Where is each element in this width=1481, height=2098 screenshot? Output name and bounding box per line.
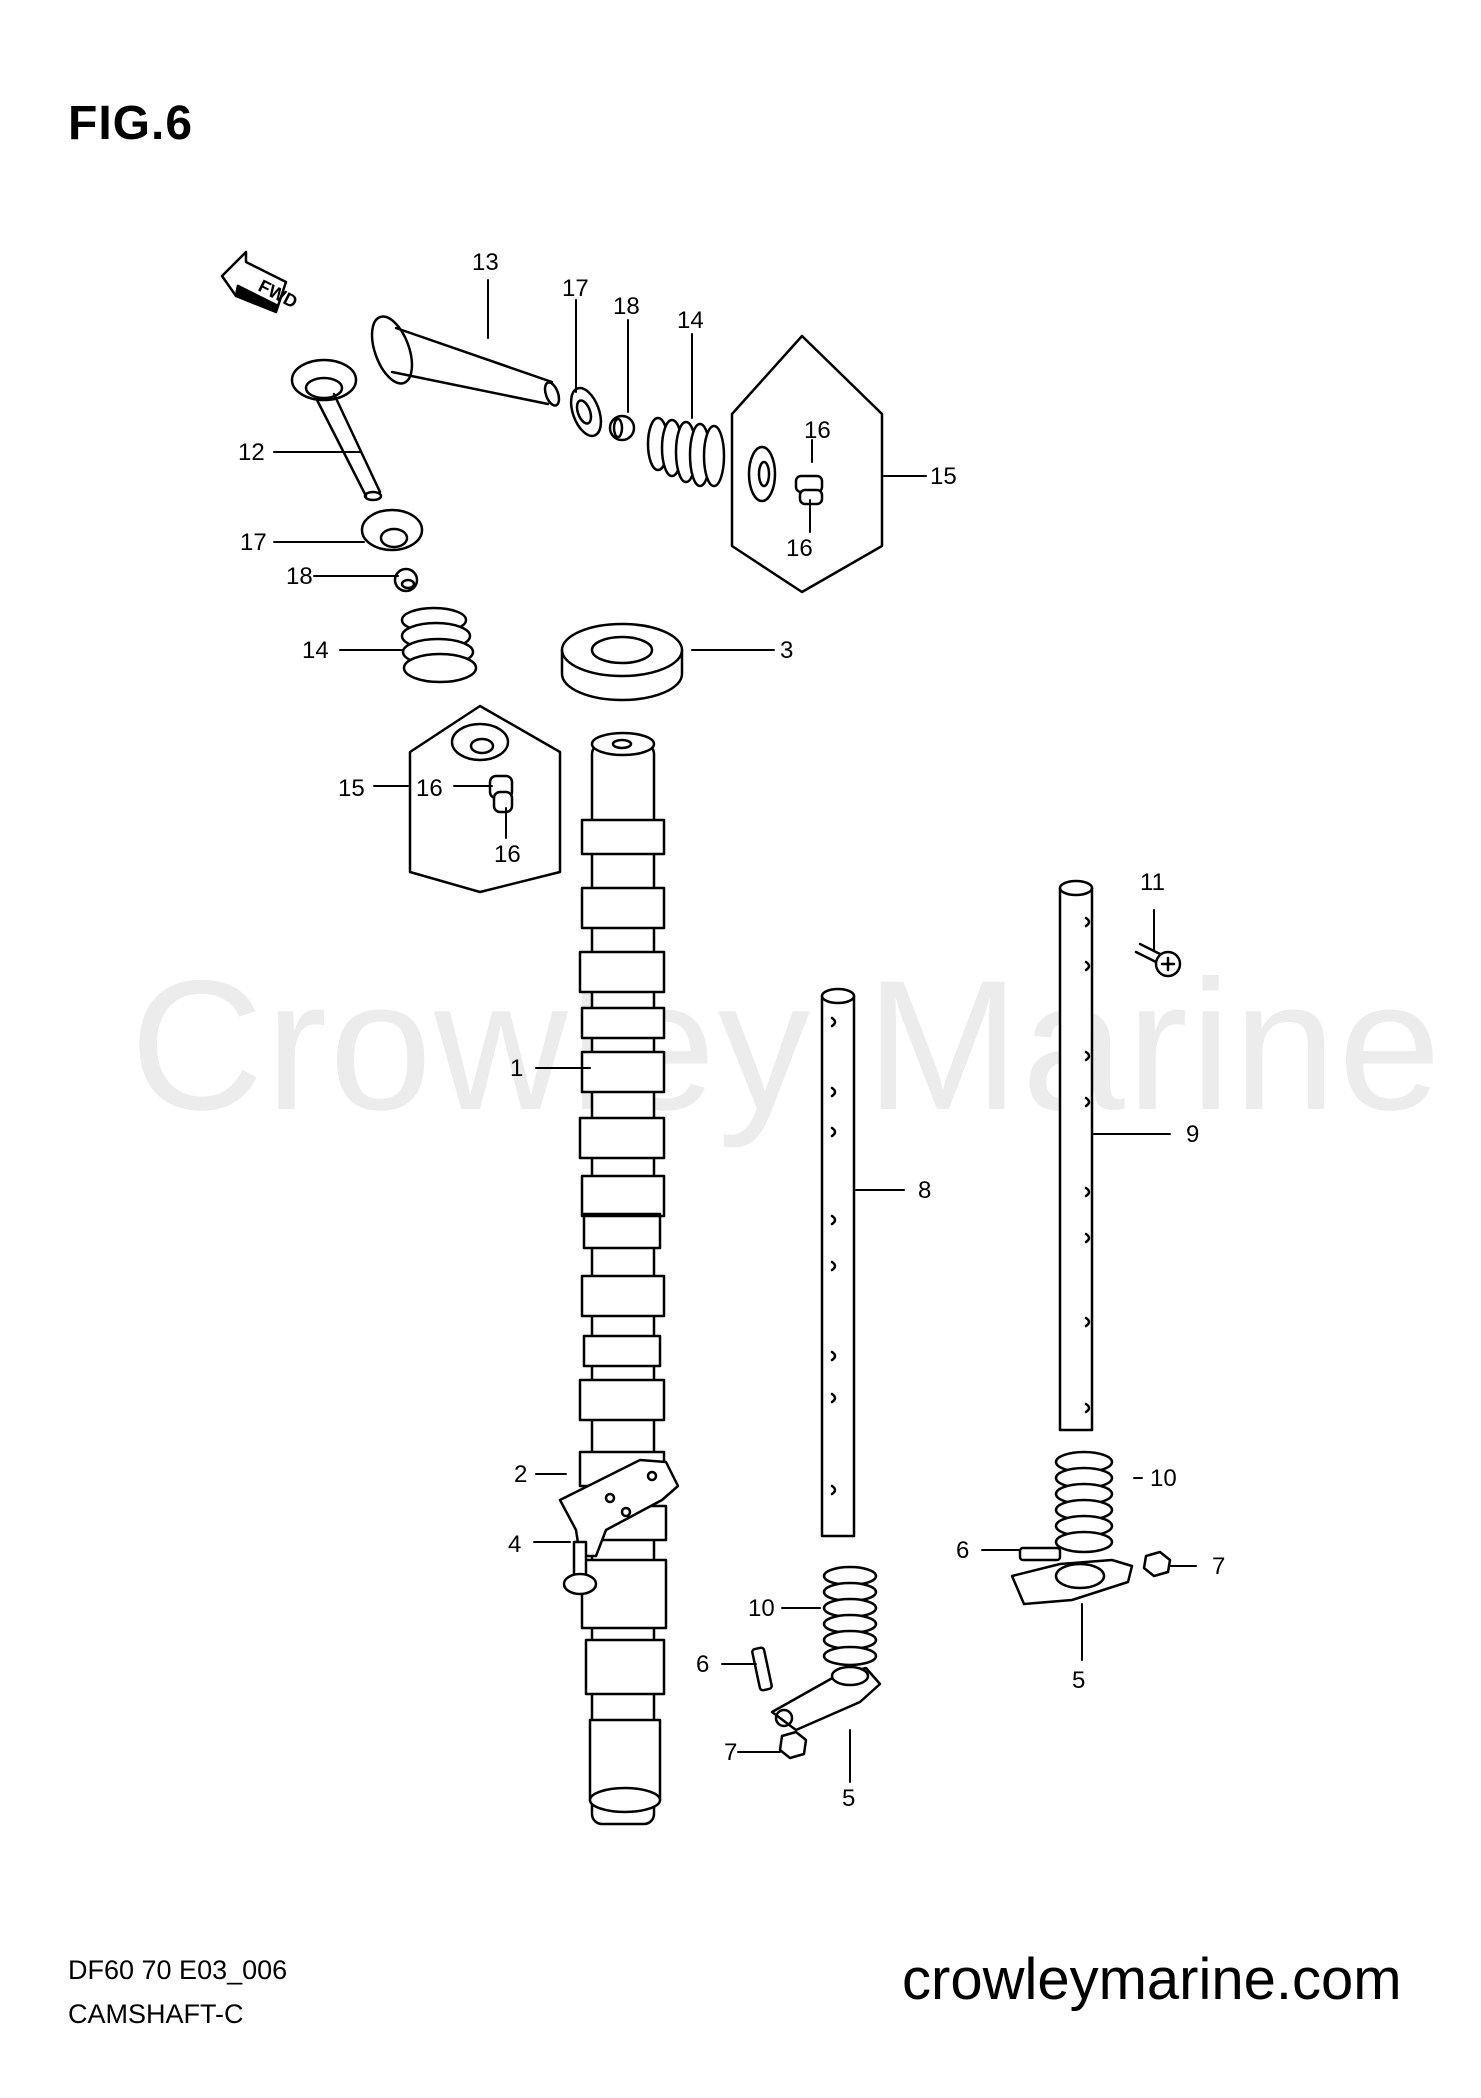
callout-8: 8 (918, 1177, 931, 1204)
fwd-arrow-icon: FWD (220, 250, 301, 314)
rocker-shaft-9[interactable] (1058, 879, 1094, 1432)
callout-18-top: 18 (613, 293, 640, 320)
adjusting-screw-left[interactable] (751, 1646, 773, 1692)
adjusting-screw-right[interactable] (1018, 1546, 1062, 1562)
callout-11: 11 (1140, 869, 1165, 896)
shaft-spring-left[interactable] (822, 1565, 878, 1667)
callout-16-top-b: 16 (786, 535, 813, 562)
callout-16-left-b: 16 (494, 841, 521, 868)
exhaust-valve[interactable] (364, 311, 562, 407)
watermark: Crowley Marine (130, 943, 1444, 1149)
retainer-set-top[interactable] (730, 334, 884, 594)
callout-13: 13 (472, 249, 499, 276)
intake-valve[interactable] (290, 358, 383, 502)
callout-5-right: 5 (1072, 1667, 1085, 1694)
callout-15-left: 15 (338, 775, 365, 802)
camshaft[interactable] (578, 731, 668, 1826)
retainer-set-left[interactable] (408, 704, 562, 894)
oil-seal[interactable] (560, 622, 684, 702)
callout-16-top-a: 16 (804, 417, 831, 444)
callout-7-right: 7 (1212, 1553, 1225, 1580)
website-link[interactable]: crowleymarine.com (902, 1947, 1402, 2012)
figure-title: FIG.6 (68, 97, 194, 150)
shaft-spring-right[interactable] (1054, 1450, 1114, 1554)
plate-bolt[interactable] (562, 1540, 598, 1596)
leader-lines (273, 279, 1197, 1783)
callout-numbers: 13 17 18 14 12 17 18 14 3 15 16 16 15 16… (238, 249, 1225, 1812)
callout-17-left: 17 (240, 529, 267, 556)
stem-seal-top[interactable] (565, 384, 607, 440)
callout-12: 12 (238, 439, 265, 466)
lock-nut-right[interactable] (1142, 1550, 1172, 1578)
valve-spring-top[interactable] (646, 416, 726, 488)
callout-10-left: 10 (748, 1595, 775, 1622)
rocker-shaft-8[interactable] (820, 987, 856, 1538)
callout-18-left: 18 (286, 563, 313, 590)
callout-4: 4 (508, 1531, 521, 1558)
callout-3: 3 (780, 637, 793, 664)
callout-10-right: 10 (1150, 1465, 1177, 1492)
callout-5-left: 5 (842, 1785, 855, 1812)
shaft-screw[interactable] (1134, 942, 1182, 978)
callout-2: 2 (514, 1461, 527, 1488)
valve-seat-left[interactable] (393, 567, 419, 593)
rocker-arm-right[interactable] (1010, 1558, 1134, 1606)
stem-seal-left[interactable] (360, 508, 424, 552)
diagram-caption: CAMSHAFT-C (68, 1999, 244, 2029)
callout-6-right: 6 (956, 1537, 969, 1564)
callout-15-top: 15 (930, 463, 957, 490)
valve-seat-top[interactable] (608, 414, 636, 442)
lock-nut-left[interactable] (778, 1730, 808, 1760)
rocker-arm-left[interactable] (770, 1665, 882, 1732)
diagram-code: DF60 70 E03_006 (68, 1955, 288, 1985)
callout-14-top: 14 (677, 307, 704, 334)
callout-6-left: 6 (696, 1651, 709, 1678)
callout-14-left: 14 (302, 637, 329, 664)
callout-9: 9 (1186, 1121, 1199, 1148)
callout-17-top: 17 (562, 275, 589, 302)
callout-7-left: 7 (724, 1739, 737, 1766)
valve-spring-left[interactable] (400, 606, 478, 684)
callout-16-left-a: 16 (416, 775, 443, 802)
callout-1: 1 (510, 1055, 523, 1082)
